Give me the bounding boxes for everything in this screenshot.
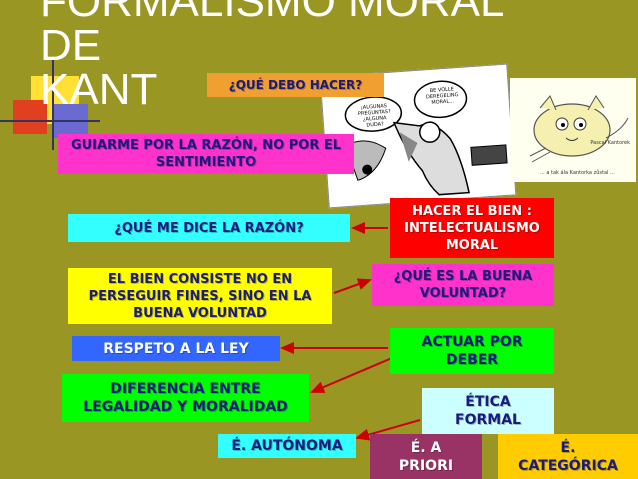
label-que-debo-hacer: ¿QUÉ DEBO HACER? [228,77,363,92]
box-respeto-ley: RESPETO A LA LEY [72,336,280,361]
cartoon-soldier-drawing [344,80,508,196]
title-line-2: KANT [40,65,158,114]
cartoon-cat-image: Pascal Kantorek ... a tak ála Kantorka z… [510,78,636,182]
deco-line-vertical [52,60,54,150]
label-diferencia-line1: DIFERENCIA ENTRE [110,381,261,397]
label-hacer-bien-line1: HACER EL BIEN : [412,203,532,219]
box-que-es-buena-voluntad: ¿QUÉ ES LA BUENA VOLUNTAD? [372,264,554,306]
label-etica-line2: FORMAL [455,412,521,428]
arrow-bien-to-buena-voluntad [333,278,372,294]
label-hacer-bien-line3: MORAL [445,237,499,253]
label-respeto-ley: RESPETO A LA LEY [103,340,249,357]
label-hacer-bien-line2: INTELECTUALISMO [404,220,540,236]
label-buena-voluntad-line2: VOLUNTAD? [419,286,507,301]
arrow-etica-to-autonoma [355,419,421,441]
box-diferencia-legalidad: DIFERENCIA ENTRE LEGALIDAD Y MORALIDAD [62,374,309,422]
label-categorica-line1: É. [560,439,576,456]
label-que-me-dice: ¿QUÉ ME DICE LA RAZÓN? [114,220,304,236]
label-priori-line2: PRIORI [398,457,454,474]
label-buena-voluntad-line1: ¿QUÉ ES LA BUENA [393,269,533,284]
box-etica-formal: ÉTICA FORMAL [422,388,554,434]
deco-square-red [13,100,47,134]
title-line-1: FORMALISMO MORAL DE [40,0,503,70]
box-hacer-el-bien: HACER EL BIEN : INTELECTUALISMO MORAL [390,198,554,258]
label-priori-line1: É. A [410,439,442,456]
cartoon-signature: Pascal Kantorek [590,140,630,146]
label-etica-line1: ÉTICA [465,394,511,410]
box-que-me-dice-razon: ¿QUÉ ME DICE LA RAZÓN? [68,214,350,242]
label-guiarme-line1: GUIARME POR LA RAZÓN, NO POR EL [70,138,342,153]
label-autonoma: É. AUTÓNOMA [231,438,343,454]
label-guiarme-line2: SENTIMIENTO [155,155,257,170]
cartoon-cat-drawing [529,95,629,163]
box-guiarme-razon: GUIARME POR LA RAZÓN, NO POR EL SENTIMIE… [58,134,354,174]
cartoon-caption: ... a tak ála Kantorka zůstal ... [540,170,615,176]
label-categorica-line2: CATEGÓRICA [518,457,618,474]
box-que-debo-hacer: ¿QUÉ DEBO HACER? [207,73,384,97]
label-actuar-line1: ACTUAR POR [421,334,523,350]
cartoon-soldier-image: ¡ALGUNAS PREGUNTAS? ¿ALGUNA DUDA? BE VOL… [319,63,517,209]
label-bien-consiste-line1: EL BIEN CONSISTE NO EN [107,271,293,287]
arrow-actuar-to-diferencia [310,357,393,393]
page-title: FORMALISMO MORAL DE KANT [40,0,560,112]
box-etica-autonoma: É. AUTÓNOMA [218,434,356,458]
label-bien-consiste-line2: PERSEGUIR FINES, SINO EN LA [88,288,312,304]
label-actuar-line2: DEBER [445,352,499,368]
deco-line-horizontal [0,120,100,122]
label-diferencia-line2: LEGALIDAD Y MORALIDAD [83,399,288,415]
box-actuar-por-deber: ACTUAR POR DEBER [390,328,554,374]
box-etica-categorica: É. CATEGÓRICA [498,434,638,479]
box-bien-consiste: EL BIEN CONSISTE NO EN PERSEGUIR FINES, … [68,268,332,324]
label-bien-consiste-line3: BUENA VOLUNTAD [133,305,267,321]
box-etica-a-priori: É. A PRIORI [370,434,482,479]
